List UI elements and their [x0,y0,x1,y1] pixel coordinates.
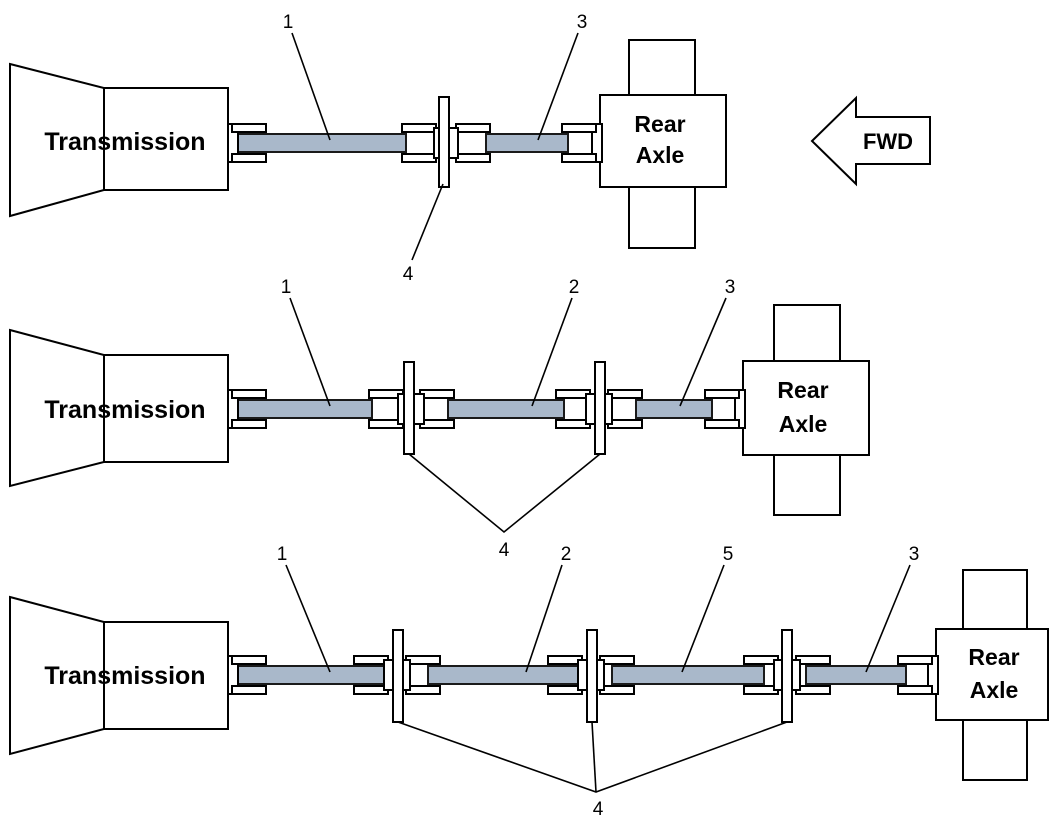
callout-number: 4 [403,264,414,285]
leader-line [681,564,725,673]
rear-axle-label-line1: Rear [634,111,685,137]
universal-joint [227,123,267,163]
callout-number: 2 [561,544,572,565]
transmission-label: Transmission [44,662,205,690]
universal-joint [561,123,603,163]
rear-axle-label-line1: Rear [968,644,1019,670]
leader-line [411,183,444,261]
forward-direction-arrow: FWD [810,95,931,187]
driveshaft-section-2 [447,399,565,419]
transmission-label: Transmission [44,396,205,424]
universal-joint [227,389,267,429]
rear-axle-label-line1: Rear [777,377,828,403]
rear-axle-label-line2: Axle [970,677,1019,703]
leader-line [865,564,911,673]
driveshaft-section-3 [805,665,907,685]
rear-axle-label-line2: Axle [779,411,828,437]
center-support-bearing [401,96,491,188]
center-support-bearing [368,361,455,455]
leader-line [679,297,727,407]
driveshaft-section-3 [635,399,713,419]
callout-number: 5 [723,544,734,565]
callout-number: 1 [281,277,292,298]
callout-number: 3 [725,277,736,298]
rear-axle-label-line2: Axle [636,142,685,168]
callout-number: 4 [499,540,510,561]
leader-line [537,32,579,141]
driveshaft-section-1 [235,399,373,419]
transmission-2: Transmission [9,328,229,488]
callout-number: 4 [593,799,604,820]
leader-line [289,297,331,407]
configuration-row-3: Transmission Rear Axle [9,544,1049,820]
rear-axle-2: Rear Axle [742,304,870,516]
driveshaft-section-5 [611,665,765,685]
universal-joint [227,655,267,695]
callout-number: 1 [283,12,294,33]
driveshaft-section-1 [235,133,407,153]
universal-joint [704,389,746,429]
callout-number: 3 [577,12,588,33]
callout-number: 3 [909,544,920,565]
center-support-bearing [743,629,831,723]
transmission-label: Transmission [44,128,205,156]
leader-line [525,564,563,673]
callout-number: 2 [569,277,580,298]
universal-joint [897,655,939,695]
driveshaft-section-2 [427,665,581,685]
configuration-row-2: Transmission Rear Axle [9,277,870,561]
transmission-1: Transmission [9,62,229,218]
driveshaft-section-1 [235,665,389,685]
leader-line [285,564,331,673]
configuration-row-1: Transmission Rear Axle [9,12,931,285]
center-support-bearing [555,361,643,455]
leader-line [531,297,573,407]
transmission-3: Transmission [9,595,229,756]
fwd-label: FWD [863,129,913,154]
leader-line [408,453,601,534]
callout-number: 1 [277,544,288,565]
center-support-bearing [353,629,441,723]
driveshaft-section-3 [485,133,569,153]
leader-line [591,721,597,793]
center-support-bearing [547,629,635,723]
rear-axle-3: Rear Axle [935,569,1049,781]
rear-axle-1: Rear Axle [599,39,727,249]
leader-line [291,32,331,141]
